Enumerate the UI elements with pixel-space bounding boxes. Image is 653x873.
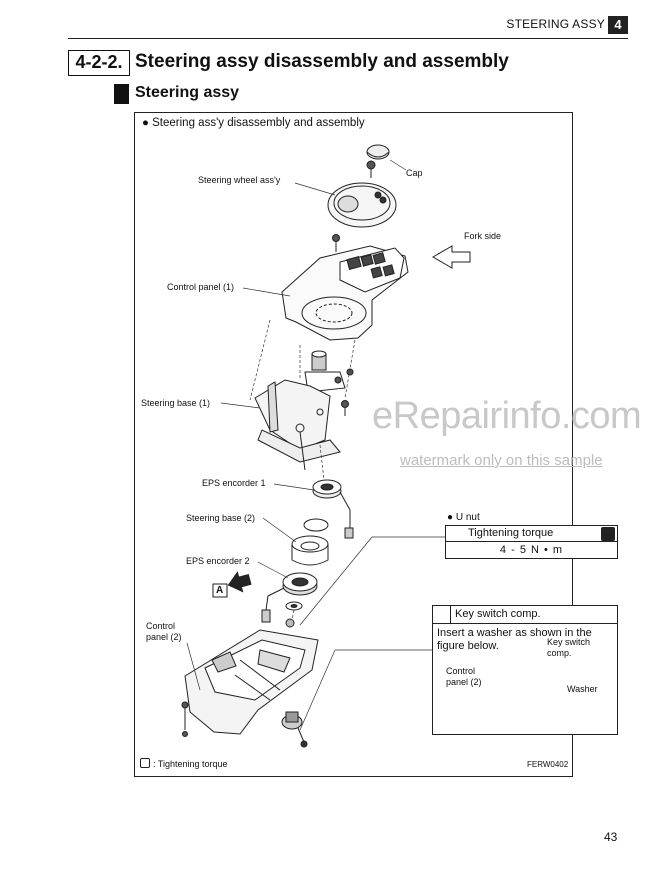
column-switch (304, 350, 346, 393)
inset-label-control-line2: panel (2) (446, 677, 482, 687)
callout-eps-encoder-2: EPS encorder 2 (186, 556, 250, 566)
inset-label-control-line1: Control (446, 666, 476, 676)
snap-ring (303, 518, 329, 532)
watermark-main: eRepairinfo.com (372, 395, 642, 437)
key-switch-inset: Key switch comp. Insert a washer as show… (432, 605, 618, 735)
marker-a-box (212, 583, 228, 598)
callout-marker-a: A (216, 585, 224, 596)
inset-label-washer: Washer (567, 684, 598, 694)
callout-cap: Cap (406, 168, 423, 178)
figure-legend: : Tightening torque (140, 758, 228, 769)
key-switch-header: Key switch comp. (433, 606, 617, 624)
panel-2-screws (181, 701, 189, 737)
control-panel-1-part (281, 245, 409, 341)
figure-caption: ● Steering ass'y disassembly and assembl… (142, 117, 365, 129)
steering-base-1-part (254, 379, 341, 471)
torque-value: 4 - 5 N • m (499, 544, 564, 556)
callout-steering-base-1: Steering base (1) (141, 398, 211, 408)
panel-screw (332, 234, 340, 252)
torque-label: Tightening torque (468, 527, 554, 539)
callout-control-panel-1: Control panel (1) (167, 282, 235, 292)
figure-frame (134, 112, 573, 777)
key-switch-description: Insert a washer as shown in the figure b… (437, 627, 592, 652)
torque-wrench-icon (601, 527, 615, 541)
key-switch-title: Key switch comp. (455, 608, 541, 620)
key-switch-part (281, 711, 308, 748)
header-section-title: STEERING ASSY (506, 17, 605, 31)
u-nut-part (285, 618, 295, 628)
watermark-sub: watermark only on this sample (400, 452, 603, 469)
inset-label-key-line1: Key switch (547, 637, 591, 647)
base-bolts (334, 368, 354, 416)
leader-lines (186, 159, 445, 731)
control-panel-2-part (184, 629, 319, 735)
eps-encoder-2-part (261, 572, 318, 623)
header-rule (68, 38, 628, 39)
washer-part (285, 601, 303, 611)
legend-text: : Tightening torque (153, 759, 228, 769)
subsection-title: Steering assy (135, 84, 240, 101)
fork-side-arrow (432, 245, 471, 269)
torque-item-label: ● U nut (447, 512, 480, 523)
steering-base-2-part (291, 535, 329, 566)
callout-control-panel-2-line1: Control (146, 621, 176, 631)
page-number: 43 (604, 830, 618, 844)
callout-steering-base-2: Steering base (2) (186, 513, 256, 523)
figure-reference: FERW0402 (527, 760, 569, 769)
steering-wheel-part (327, 182, 397, 228)
callout-fork-side: Fork side (464, 231, 502, 241)
torque-header-row: Tightening torque (446, 526, 617, 542)
eps-encoder-1-part (312, 479, 354, 539)
subsection-marker (114, 84, 129, 104)
cap-screw (366, 160, 376, 178)
section-number: 4-2-2. (68, 50, 130, 76)
cap-part (366, 144, 390, 160)
callout-eps-encoder-1: EPS encorder 1 (202, 478, 266, 488)
chapter-badge: 4 (608, 16, 628, 34)
callout-steering-wheel: Steering wheel ass'y (198, 175, 281, 185)
torque-legend-icon (140, 758, 150, 768)
inset-label-key-line2: comp. (547, 648, 572, 658)
key-switch-marker-tab (433, 606, 451, 624)
torque-spec-box: Tightening torque 4 - 5 N • m (445, 525, 618, 559)
section-title: Steering assy disassembly and assembly (135, 51, 509, 72)
callout-control-panel-2-line2: panel (2) (146, 632, 182, 642)
marker-a-arrow (227, 571, 252, 593)
